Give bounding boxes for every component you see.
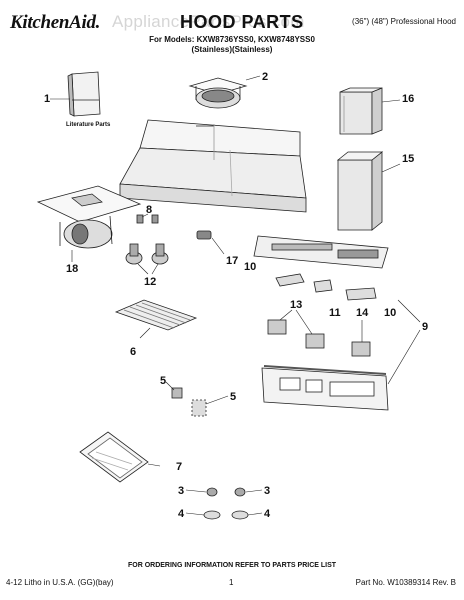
light-cover <box>79 431 161 483</box>
callout-8: 8 <box>146 204 152 216</box>
callout-16: 16 <box>402 93 414 105</box>
page-number: 1 <box>229 578 234 587</box>
watermark: AppliancePartsPros.com <box>112 12 305 31</box>
control-panel-bracket <box>253 235 389 269</box>
blower-top-cover <box>188 75 261 109</box>
callout-4-left: 4 <box>178 508 185 520</box>
callout-18: 18 <box>66 263 78 275</box>
finish-line: (Stainless)(Stainless) <box>191 45 273 54</box>
callout-11: 11 <box>329 307 341 319</box>
literature-parts-label: Literature Parts <box>66 122 111 128</box>
literature-parts-booklet <box>50 71 101 117</box>
duct-cover-upper <box>339 87 401 135</box>
callout-4-right: 4 <box>264 508 271 520</box>
page-subtitle: (36") (48") Professional Hood <box>352 17 456 26</box>
callout-5-right: 5 <box>230 391 236 403</box>
callout-6: 6 <box>130 346 136 358</box>
litho-info: 4-12 Litho in U.S.A. (GG)(bay) <box>6 578 114 587</box>
part-number: Part No. W10389314 Rev. B <box>355 578 456 587</box>
duct-cover-lower <box>336 151 401 231</box>
callout-3-left: 3 <box>178 485 184 497</box>
blower-assembly <box>36 185 142 262</box>
control-board <box>261 299 421 411</box>
callout-9: 9 <box>422 321 428 333</box>
light-socket <box>196 230 225 255</box>
grease-filter <box>114 299 198 339</box>
callout-1: 1 <box>44 93 50 105</box>
callout-12: 12 <box>144 276 156 288</box>
callout-14: 14 <box>356 307 369 319</box>
hood-body <box>119 119 307 213</box>
page-title: HOOD PARTS <box>180 12 304 32</box>
switches-part-10-11 <box>275 273 377 301</box>
callout-10-right: 10 <box>384 307 396 319</box>
models-line: For Models: KXW8736YSS0, KXW8748YSS0 <box>149 35 315 44</box>
callout-13: 13 <box>290 299 302 311</box>
relay-parts-13-14 <box>267 309 371 357</box>
callout-2: 2 <box>262 71 268 83</box>
callout-15: 15 <box>402 153 414 165</box>
callout-7: 7 <box>176 461 182 473</box>
callout-17: 17 <box>226 255 238 267</box>
brand-logo: KitchenAid. <box>10 12 101 33</box>
models-block: For Models: KXW8736YSS0, KXW8748YSS0 (St… <box>0 35 464 55</box>
callout-10-left: 10 <box>244 261 256 273</box>
screws-part-8 <box>136 213 159 224</box>
lamp-holder-parts-5 <box>165 381 229 417</box>
callout-3-right: 3 <box>264 485 270 497</box>
ordering-note: FOR ORDERING INFORMATION REFER TO PARTS … <box>127 562 337 569</box>
bulbs-and-trim-rings <box>185 487 263 520</box>
page-header: AppliancePartsPros.com KitchenAid. HOOD … <box>0 6 464 54</box>
control-knobs <box>125 243 169 275</box>
callout-5-left: 5 <box>160 375 166 387</box>
